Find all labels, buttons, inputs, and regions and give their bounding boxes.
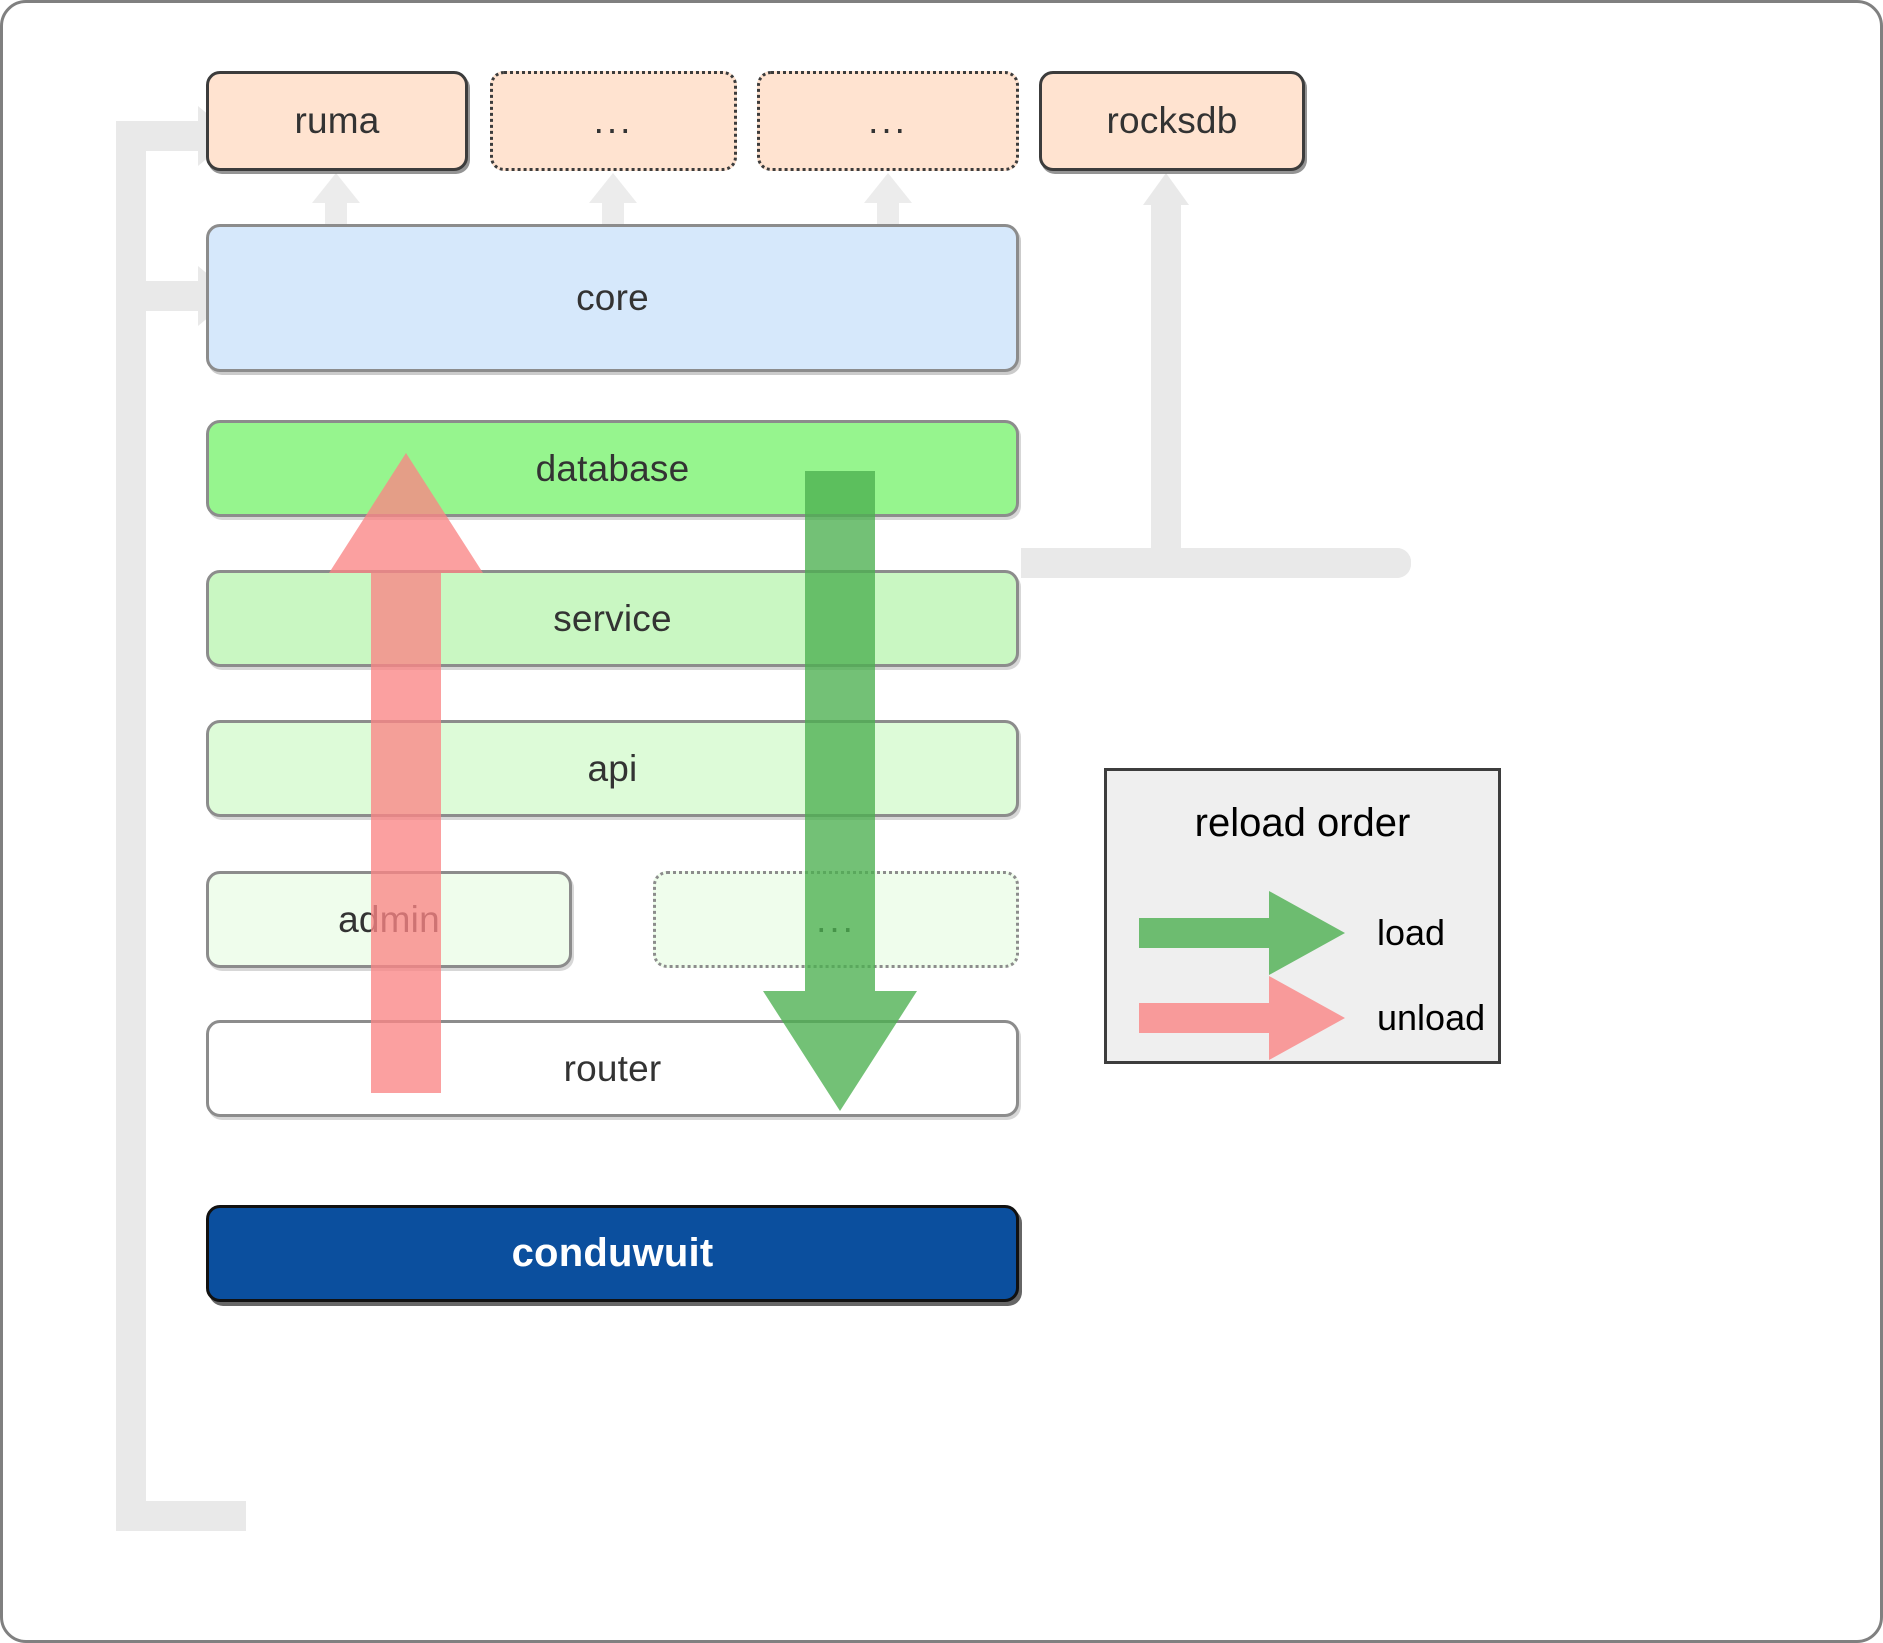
legend-label-unload: unload	[1377, 997, 1486, 1038]
layer-label-router: router	[563, 1047, 662, 1089]
dependency-label-2: ...	[593, 100, 634, 141]
layer-label-api: api	[587, 747, 638, 789]
unload-flow-arrow	[321, 453, 491, 1093]
legend-unload-arrow-icon	[1139, 976, 1345, 1060]
dependency-box-3[interactable]: ...	[757, 71, 1019, 171]
layer-box-api[interactable]: api	[206, 720, 1019, 817]
legend-title: reload order	[1194, 801, 1411, 845]
core-label: core	[576, 277, 649, 318]
root-label-conduwuit: conduwuit	[511, 1231, 714, 1275]
dependency-box-2[interactable]: ...	[490, 71, 737, 171]
legend-panel: reload order load unload	[1104, 768, 1501, 1064]
dependency-label-rocksdb: rocksdb	[1106, 100, 1238, 141]
connector-arrow-rocksdb	[1143, 173, 1189, 205]
connector-branch-to-ruma	[116, 121, 208, 151]
connector-root-to-deps-vertical	[116, 136, 146, 1531]
connector-branch-to-core	[116, 281, 208, 311]
layer-label-service: service	[553, 597, 672, 639]
legend-load-arrow-icon	[1139, 891, 1345, 975]
legend-row-load: load	[1139, 891, 1445, 975]
layer-box-service[interactable]: service	[206, 570, 1019, 667]
dependency-label-ruma: ruma	[294, 100, 380, 141]
core-box[interactable]: core	[206, 224, 1019, 372]
load-flow-arrow	[755, 471, 925, 1111]
root-box-conduwuit[interactable]: conduwuit	[206, 1205, 1019, 1302]
layer-label-database: database	[535, 447, 690, 489]
dependency-box-ruma[interactable]: ruma	[206, 71, 468, 171]
dependency-label-3: ...	[868, 100, 908, 141]
dependency-box-rocksdb[interactable]: rocksdb	[1039, 71, 1305, 171]
connector-database-to-rocksdb-vertical	[1151, 201, 1181, 566]
connector-database-to-rocksdb-elbow	[1151, 548, 1411, 578]
layer-box-database[interactable]: database	[206, 420, 1019, 517]
legend-label-load: load	[1377, 912, 1446, 953]
legend-row-unload: unload	[1139, 976, 1485, 1060]
connector-root-to-deps-bottom	[116, 1501, 246, 1531]
